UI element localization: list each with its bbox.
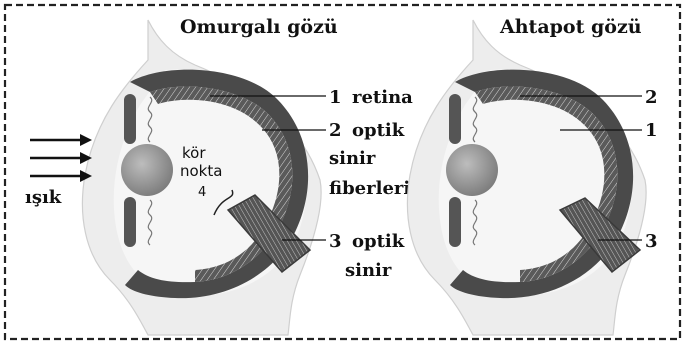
lens bbox=[121, 144, 173, 196]
right-label-mid: 1 bbox=[645, 120, 658, 141]
iris-bottom bbox=[124, 197, 136, 247]
label-3-num: 3 bbox=[329, 231, 342, 252]
label-3-line2: sinir bbox=[345, 260, 392, 281]
label-2-text: optik bbox=[352, 120, 405, 141]
right-eye-title: Ahtapot gözü bbox=[499, 16, 642, 38]
octopus-eye bbox=[407, 20, 646, 335]
lens bbox=[446, 144, 498, 196]
label-1-num: 1 bbox=[329, 87, 342, 108]
iris-bottom bbox=[449, 197, 461, 247]
label-2-num: 2 bbox=[329, 120, 342, 141]
light-label: ışık bbox=[25, 187, 62, 208]
blind-spot-label-2: nokta bbox=[180, 162, 222, 180]
label-3-text: optik bbox=[352, 231, 405, 252]
left-eye-title: Omurgalı gözü bbox=[180, 16, 338, 38]
iris-top bbox=[449, 94, 461, 144]
label-2-line3: fiberleri bbox=[329, 178, 410, 199]
arrow-head-icon bbox=[80, 134, 92, 146]
blind-spot-number: 4 bbox=[198, 185, 206, 200]
blind-spot-label-1: kör bbox=[182, 144, 206, 162]
label-1-text: retina bbox=[352, 87, 413, 108]
iris-top bbox=[124, 94, 136, 144]
light-arrows bbox=[30, 134, 92, 182]
right-label-top: 2 bbox=[645, 87, 658, 108]
label-2-line2: sinir bbox=[329, 148, 376, 169]
right-label-bottom: 3 bbox=[645, 231, 658, 252]
